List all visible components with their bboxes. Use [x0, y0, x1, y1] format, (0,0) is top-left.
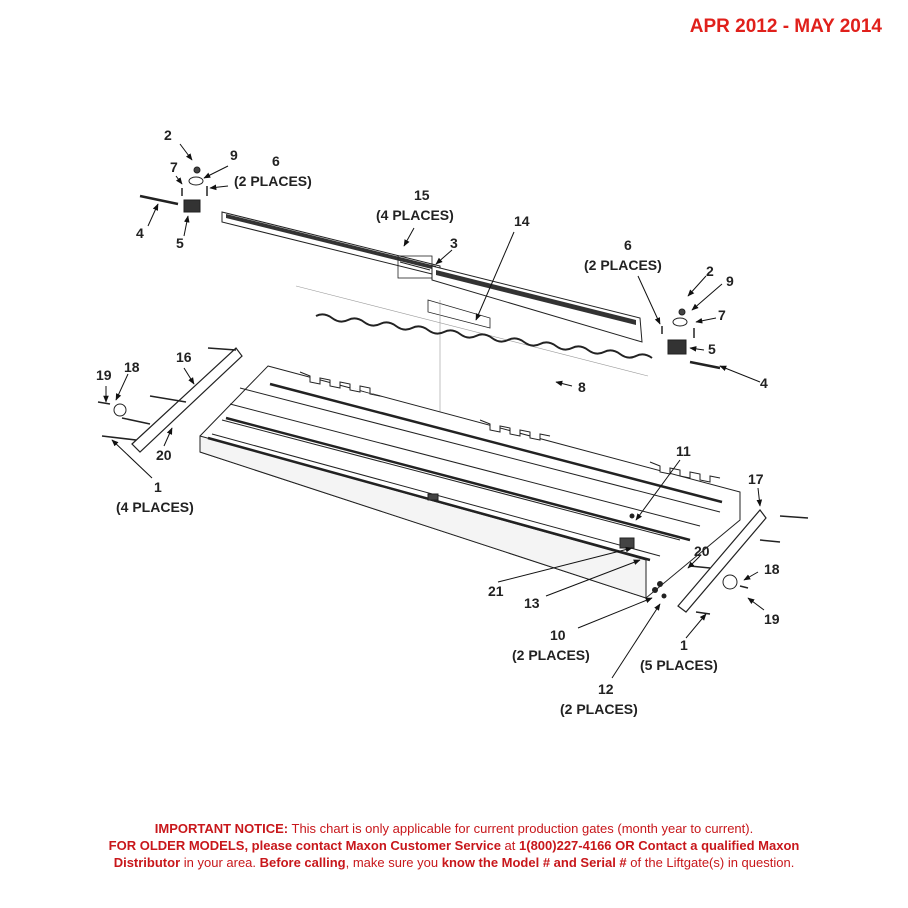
callout-15: 15 — [414, 187, 430, 203]
callout-13: 13 — [524, 595, 540, 611]
callout-18b: 18 — [764, 561, 780, 577]
callout-1b-places: (5 PLACES) — [640, 657, 718, 673]
small-fasteners — [629, 513, 667, 599]
callout-4b: 4 — [760, 375, 768, 391]
callout-16: 16 — [176, 349, 192, 365]
callout-7b: 7 — [718, 307, 726, 323]
callout-10-places: (2 PLACES) — [512, 647, 590, 663]
callout-20b: 20 — [694, 543, 710, 559]
callout-15-places: (4 PLACES) — [376, 207, 454, 223]
leader-lines — [103, 143, 765, 679]
callout-11: 11 — [676, 443, 691, 459]
callout-4a: 4 — [136, 225, 144, 241]
notice-line-3: Distributor in your area. Before calling… — [113, 855, 795, 870]
callout-9b: 9 — [726, 273, 734, 289]
plate-part-14 — [427, 299, 491, 329]
callout-6a-places: (2 PLACES) — [234, 173, 312, 189]
callout-1a: 1 — [154, 479, 162, 495]
callout-12: 12 — [598, 681, 614, 697]
top-rail — [221, 211, 643, 343]
callout-18a: 18 — [124, 359, 140, 375]
platform — [199, 365, 741, 599]
left-end-hardware — [139, 166, 208, 213]
notice-line-2: FOR OLDER MODELS, please contact Maxon C… — [108, 838, 800, 853]
callout-10: 10 — [550, 627, 566, 643]
torsion-spring — [315, 313, 653, 359]
left-bolts — [97, 347, 237, 441]
callout-2a: 2 — [164, 127, 172, 143]
right-washer — [722, 574, 738, 590]
callout-5a: 5 — [176, 235, 184, 251]
callout-6b-places: (2 PLACES) — [584, 257, 662, 273]
callout-9a: 9 — [230, 147, 238, 163]
callout-6b: 6 — [624, 237, 632, 253]
callout-12-places: (2 PLACES) — [560, 701, 638, 717]
callout-3: 3 — [450, 235, 458, 251]
notice-line-1: IMPORTANT NOTICE: This chart is only app… — [154, 821, 754, 836]
callout-19a: 19 — [96, 367, 112, 383]
callout-1a-places: (4 PLACES) — [116, 499, 194, 515]
left-washer — [113, 403, 127, 417]
callout-labels: 2 9 7 6 (2 PLACES) 4 5 15 (4 PLACES) 3 1… — [96, 127, 780, 717]
important-notice: IMPORTANT NOTICE: This chart is only app… — [0, 820, 908, 871]
left-side-plate — [131, 347, 243, 453]
date-range-header: APR 2012 - MAY 2014 — [689, 16, 882, 37]
callout-20a: 20 — [156, 447, 172, 463]
callout-14: 14 — [514, 213, 530, 229]
right-end-hardware — [661, 308, 721, 370]
callout-17: 17 — [748, 471, 764, 487]
right-side-plate — [677, 509, 767, 613]
callout-6a: 6 — [272, 153, 280, 169]
callout-7a: 7 — [170, 159, 178, 175]
callout-19b: 19 — [764, 611, 780, 627]
callout-1b: 1 — [680, 637, 688, 653]
callout-8: 8 — [578, 379, 586, 395]
callout-5b: 5 — [708, 341, 716, 357]
callout-2b: 2 — [706, 263, 714, 279]
callout-21: 21 — [488, 583, 504, 599]
